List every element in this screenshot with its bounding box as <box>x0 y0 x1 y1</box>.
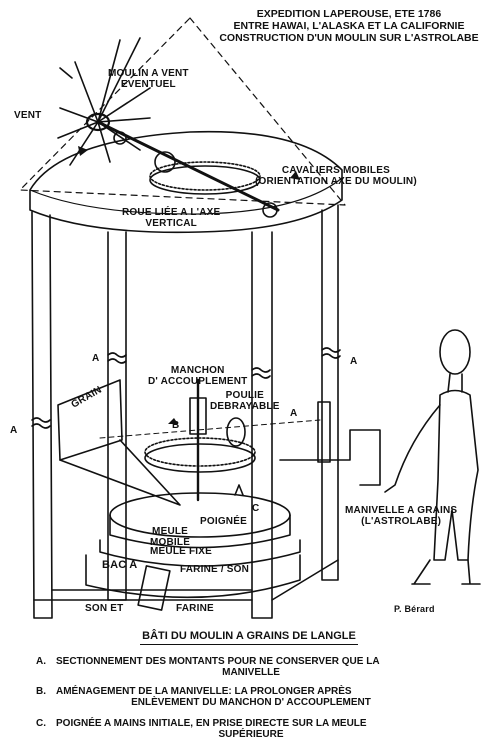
note-c: C. POIGNÉE A MAINS INITIALE, EN PRISE DI… <box>36 718 476 742</box>
header-block: EXPEDITION LAPEROUSE, ETE 1786 ENTRE HAW… <box>200 8 498 44</box>
label-moulin: MOULIN A VENT EVENTUEL <box>108 68 189 90</box>
label-manivelle-line-1: MANIVELLE A GRAINS <box>345 505 458 516</box>
note-c-key: C. <box>36 718 46 729</box>
label-a-right: A <box>350 356 358 367</box>
note-a-line-2: MANIVELLE <box>222 667 280 678</box>
flour-tray <box>85 554 301 599</box>
rotation-dashed-triangle <box>19 17 346 206</box>
lower-millstone <box>99 539 301 567</box>
grain-hopper <box>57 379 123 461</box>
label-vent: VENT <box>14 110 42 121</box>
caption-title: BÂTI DU MOULIN A GRAINS DE LANGLE <box>142 630 356 642</box>
note-a-key: A. <box>36 656 46 667</box>
label-bac-a: BAC A <box>102 559 138 571</box>
signature: P. Bérard <box>394 604 435 614</box>
right-post-2 <box>321 204 339 581</box>
note-c-line-2: SUPÉRIEURE <box>218 729 284 740</box>
label-poulie-line-1: POULIE <box>225 390 265 401</box>
label-a-post: A <box>92 353 100 364</box>
header-line-1: EXPEDITION LAPEROUSE, ETE 1786 <box>256 8 442 20</box>
label-meule-mobile-line-1: MEULE <box>152 526 189 537</box>
note-b: B. AMÉNAGEMENT DE LA MANIVELLE: LA PROLO… <box>36 686 476 710</box>
header-line-2: ENTRE HAWAI, L'ALASKA ET LA CALIFORNIE <box>233 20 465 32</box>
label-manivelle-line-2: (L'ASTROLABE) <box>361 516 442 527</box>
label-a-left: A <box>10 425 18 436</box>
note-a: A. SECTIONNEMENT DES MONTANTS POUR NE CO… <box>36 656 476 680</box>
note-c-line-1: POIGNÉE A MAINS INITIALE, EN PRISE DIREC… <box>56 718 367 729</box>
label-poulie-line-2: DEBRAYABLE <box>210 401 280 412</box>
label-farine-son: FARINE / SON <box>180 564 250 575</box>
left-post-inner <box>107 231 127 601</box>
label-poulie: POULIE DEBRAYABLE <box>210 390 280 412</box>
upper-millstone <box>109 492 291 538</box>
label-manchon-line-2: D' ACCOUPLEMENT <box>148 376 248 387</box>
mill-drawing <box>19 17 481 619</box>
note-b-line-1: AMÉNAGEMENT DE LA MANIVELLE: LA PROLONGE… <box>56 686 352 697</box>
label-cavaliers-line-1: CAVALIERS MOBILES <box>281 165 390 176</box>
label-cavaliers: CAVALIERS MOBILES (ORIENTATION AXE DU MO… <box>255 165 417 187</box>
label-meule-mobile-line-2: MOBILE <box>150 537 191 548</box>
human-figure <box>384 329 481 585</box>
note-b-text: AMÉNAGEMENT DE LA MANIVELLE: LA PROLONGE… <box>56 686 446 708</box>
label-moulin-line-2: EVENTUEL <box>120 79 176 90</box>
label-manchon: MANCHON D' ACCOUPLEMENT <box>148 365 247 387</box>
left-post-outer <box>31 211 53 619</box>
label-meule-fixe: MEULE FIXE <box>150 546 213 557</box>
label-farine: FARINE <box>176 603 214 614</box>
flour-bag <box>137 565 171 611</box>
note-a-text: SECTIONNEMENT DES MONTANTS POUR NE CONSE… <box>56 656 446 678</box>
note-a-line-1: SECTIONNEMENT DES MONTANTS POUR NE CONSE… <box>56 656 380 667</box>
right-post-1 <box>251 231 273 619</box>
label-b: B <box>172 420 180 431</box>
label-meule-mobile: MEULE MOBILE <box>150 526 190 548</box>
windmill-rotor <box>57 37 151 166</box>
label-c: C <box>252 503 260 514</box>
label-moulin-line-1: MOULIN A VENT <box>108 68 189 79</box>
label-poignee: POIGNÉE <box>200 516 247 527</box>
label-cavaliers-line-2: (ORIENTATION AXE DU MOULIN) <box>255 176 417 187</box>
note-c-text: POIGNÉE A MAINS INITIALE, EN PRISE DIREC… <box>56 718 446 740</box>
note-b-line-2: ENLÈVEMENT DU MANCHON D' ACCOUPLEMENT <box>131 697 371 708</box>
pulley <box>226 417 246 447</box>
top-platform <box>29 130 343 234</box>
label-manivelle: MANIVELLE A GRAINS (L'ASTROLABE) <box>345 505 457 527</box>
coupling-sleeve <box>189 397 207 435</box>
note-b-key: B. <box>36 686 46 697</box>
base-frame <box>33 559 339 601</box>
label-roue-line-2: VERTICAL <box>145 218 197 229</box>
label-manchon-line-1: MANCHON <box>170 365 225 376</box>
header-line-3: CONSTRUCTION D'UN MOULIN SUR L'ASTROLABE <box>219 32 479 44</box>
label-a-mid: A <box>290 408 298 419</box>
label-roue: ROUE LIÉE A L'AXE VERTICAL <box>122 207 220 229</box>
caption-underline <box>140 644 358 645</box>
label-roue-line-1: ROUE LIÉE A L'AXE <box>122 207 221 218</box>
lower-gear <box>144 443 256 473</box>
crank-handle <box>279 429 381 486</box>
top-gear-wheel <box>149 165 261 195</box>
label-son-et: SON ET <box>85 603 124 614</box>
